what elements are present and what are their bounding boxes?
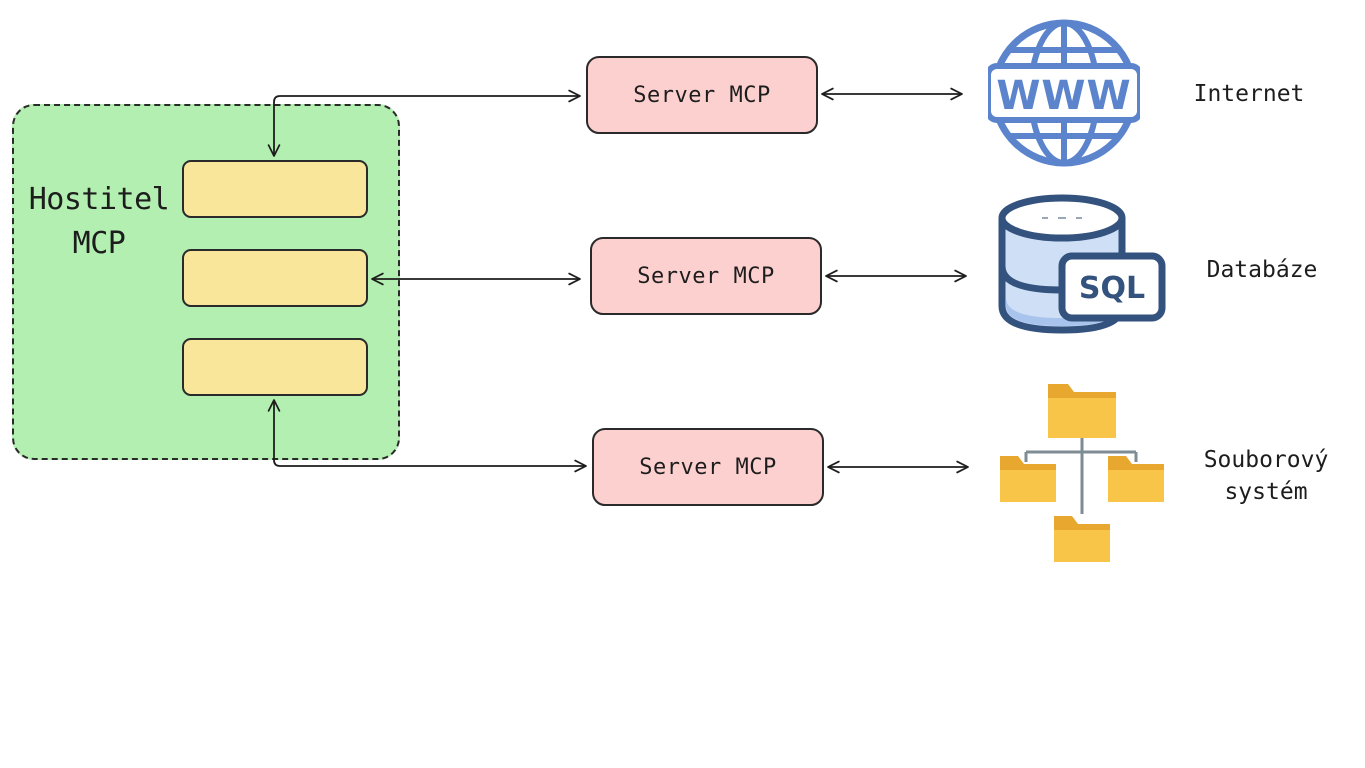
server-mcp-filesystem: Server MCP bbox=[592, 428, 824, 506]
sql-badge: SQL bbox=[1079, 271, 1145, 306]
label-database: Databáze bbox=[1206, 257, 1318, 283]
client-slot-1 bbox=[182, 160, 368, 218]
label-filesystem-line-1: Souborový bbox=[1203, 447, 1329, 473]
server-label: Server MCP bbox=[637, 263, 775, 289]
label-internet: Internet bbox=[1193, 81, 1305, 107]
database-sql-icon: SQL bbox=[998, 194, 1166, 334]
server-mcp-database: Server MCP bbox=[590, 237, 822, 315]
folder-tree-icon bbox=[1000, 384, 1164, 562]
server-label: Server MCP bbox=[633, 82, 771, 108]
label-filesystem-line-2: systém bbox=[1224, 479, 1308, 505]
server-mcp-internet: Server MCP bbox=[586, 56, 818, 134]
client-slot-3 bbox=[182, 338, 368, 396]
globe-www-icon: WWW bbox=[988, 19, 1140, 167]
globe-www-text: WWW bbox=[996, 73, 1131, 119]
host-title-line-2: MCP bbox=[72, 226, 126, 261]
host-title: Hostitel MCP bbox=[24, 178, 174, 266]
server-label: Server MCP bbox=[639, 454, 777, 480]
client-slot-2 bbox=[182, 249, 368, 307]
host-title-line-1: Hostitel bbox=[28, 182, 170, 217]
label-filesystem: Souborový systém bbox=[1184, 444, 1348, 508]
